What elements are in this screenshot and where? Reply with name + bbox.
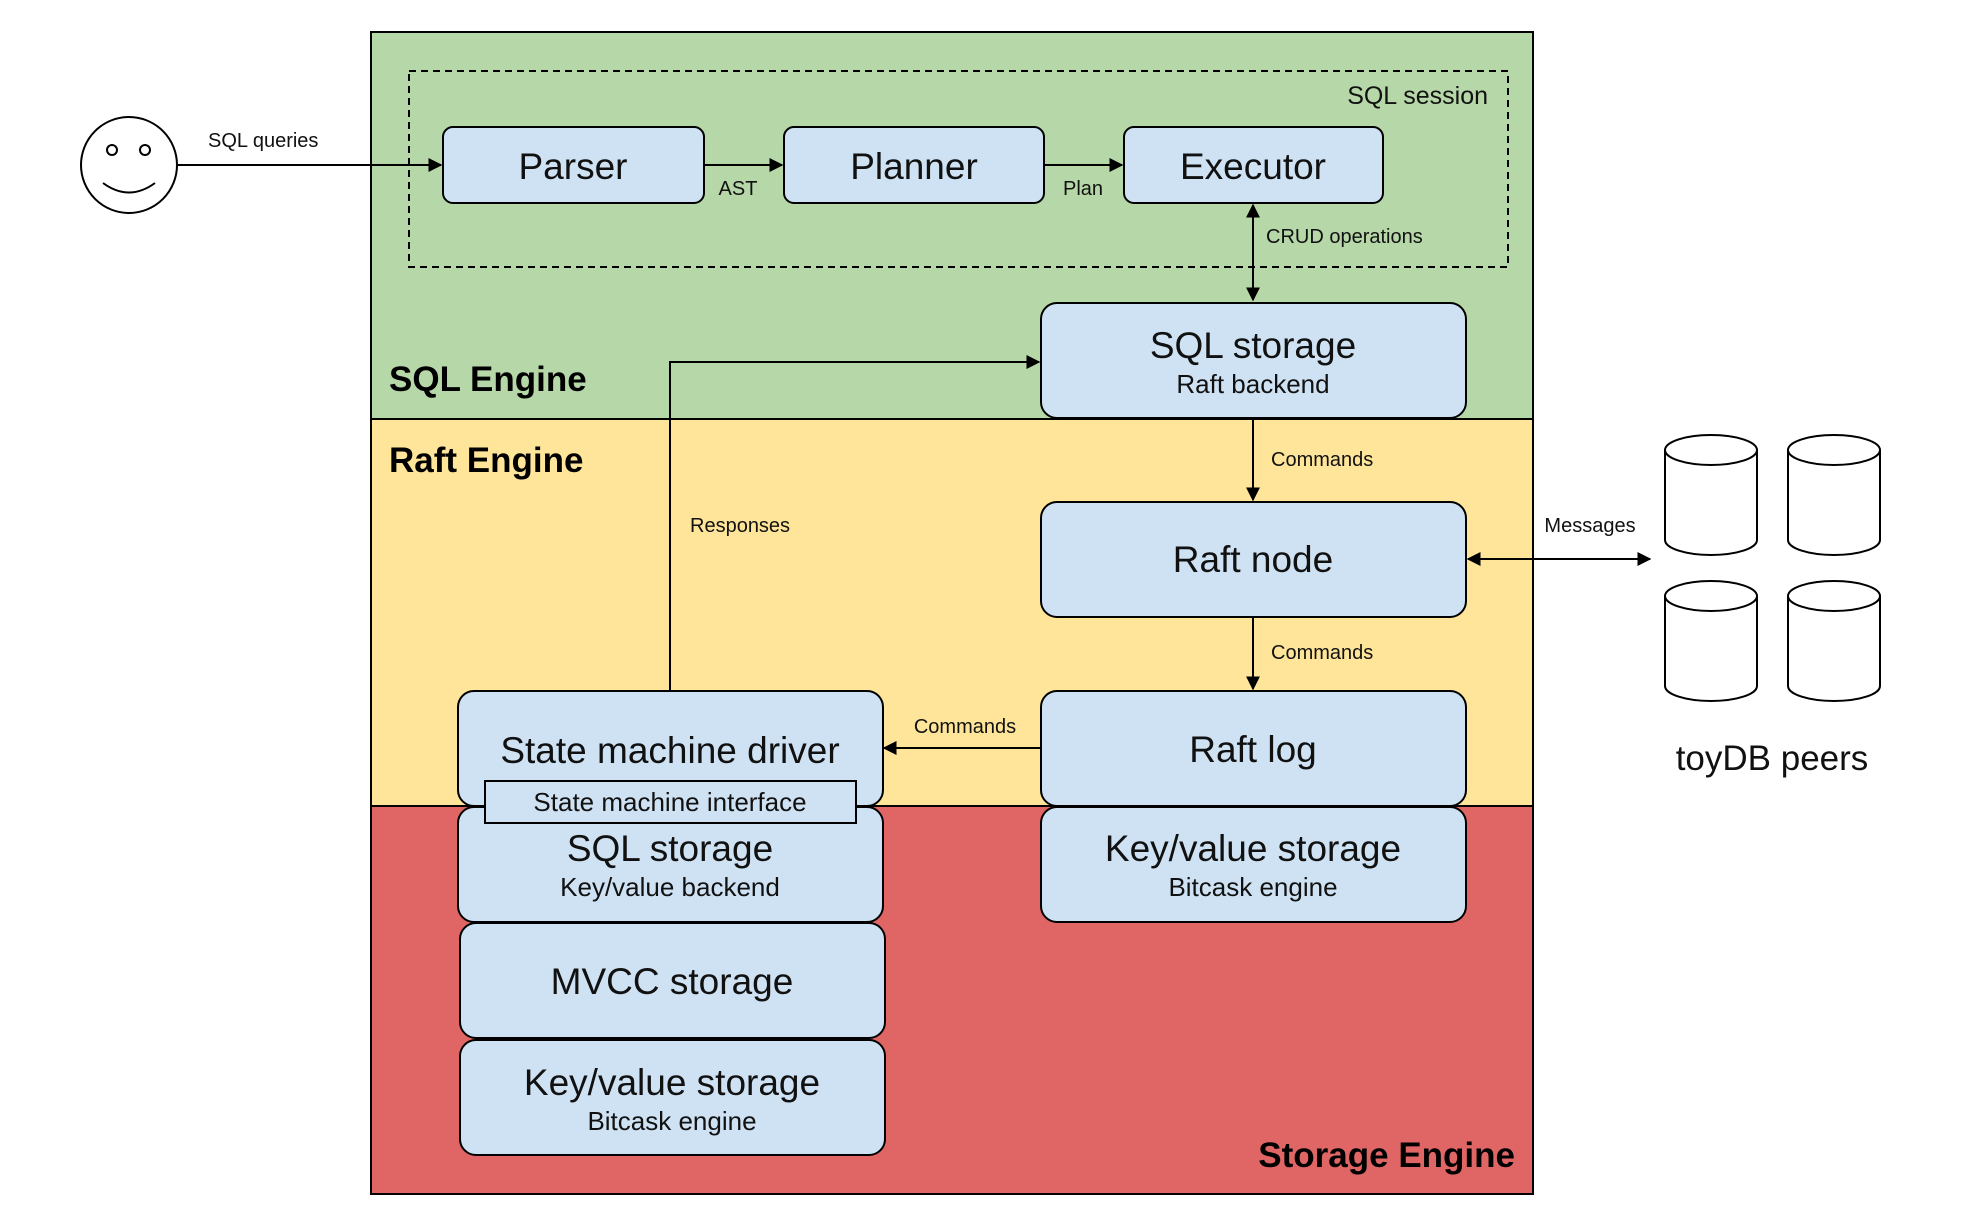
parser-label: Parser xyxy=(519,146,628,187)
responses-arrow xyxy=(669,355,1041,691)
raft-engine-title: Raft Engine xyxy=(389,441,583,480)
planner-label: Planner xyxy=(850,146,978,187)
raft-log-label: Raft log xyxy=(1189,729,1317,770)
state-machine-driver-label: State machine driver xyxy=(500,730,839,771)
user-smiley-icon xyxy=(80,116,178,214)
sql-storage-kv-box: SQL storage Key/value backend xyxy=(457,806,884,923)
peer-database-icon-2 xyxy=(1787,434,1881,556)
state-machine-interface-label: State machine interface xyxy=(533,787,806,817)
sql-storage-kv-title: SQL storage xyxy=(567,828,773,869)
executor-label: Executor xyxy=(1180,146,1326,187)
sql-storage-raft-sub: Raft backend xyxy=(1176,369,1329,399)
kv-storage-right-sub: Bitcask engine xyxy=(1168,872,1337,902)
commands-label-3: Commands xyxy=(914,716,1016,738)
kv-storage-left-box: Key/value storage Bitcask engine xyxy=(459,1039,886,1156)
kv-storage-left-title: Key/value storage xyxy=(524,1062,820,1103)
raft-log-box: Raft log xyxy=(1040,690,1467,807)
raft-node-label: Raft node xyxy=(1173,539,1333,580)
kv-storage-right-title: Key/value storage xyxy=(1105,828,1401,869)
peer-database-icon-4 xyxy=(1787,580,1881,702)
ast-label: AST xyxy=(719,178,758,200)
state-machine-driver-box: State machine driver xyxy=(457,690,884,807)
executor-box: Executor xyxy=(1123,126,1384,204)
sql-storage-raft-title: SQL storage xyxy=(1150,325,1356,366)
peer-database-icon-1 xyxy=(1664,434,1758,556)
state-machine-interface-box: State machine interface xyxy=(484,780,857,824)
messages-label: Messages xyxy=(1544,515,1635,537)
plan-label: Plan xyxy=(1063,178,1103,200)
sql-session-label: SQL session xyxy=(1347,82,1488,110)
mvcc-storage-label: MVCC storage xyxy=(551,961,794,1002)
raft-node-box: Raft node xyxy=(1040,501,1467,618)
sql-queries-label: SQL queries xyxy=(208,130,318,152)
sql-storage-raft-box: SQL storage Raft backend xyxy=(1040,302,1467,419)
sql-storage-kv-sub: Key/value backend xyxy=(560,872,780,902)
parser-box: Parser xyxy=(442,126,705,204)
commands-label-1: Commands xyxy=(1271,449,1373,471)
kv-storage-right-box: Key/value storage Bitcask engine xyxy=(1040,806,1467,923)
mvcc-storage-box: MVCC storage xyxy=(459,922,886,1039)
sql-engine-title: SQL Engine xyxy=(389,360,587,399)
responses-label: Responses xyxy=(690,515,790,537)
commands-label-2: Commands xyxy=(1271,642,1373,664)
planner-box: Planner xyxy=(783,126,1045,204)
crud-label: CRUD operations xyxy=(1266,226,1423,248)
storage-engine-title: Storage Engine xyxy=(1258,1136,1515,1175)
peer-database-icon-3 xyxy=(1664,580,1758,702)
kv-storage-left-sub: Bitcask engine xyxy=(587,1106,756,1136)
toydb-peers-label: toyDB peers xyxy=(1676,739,1869,778)
